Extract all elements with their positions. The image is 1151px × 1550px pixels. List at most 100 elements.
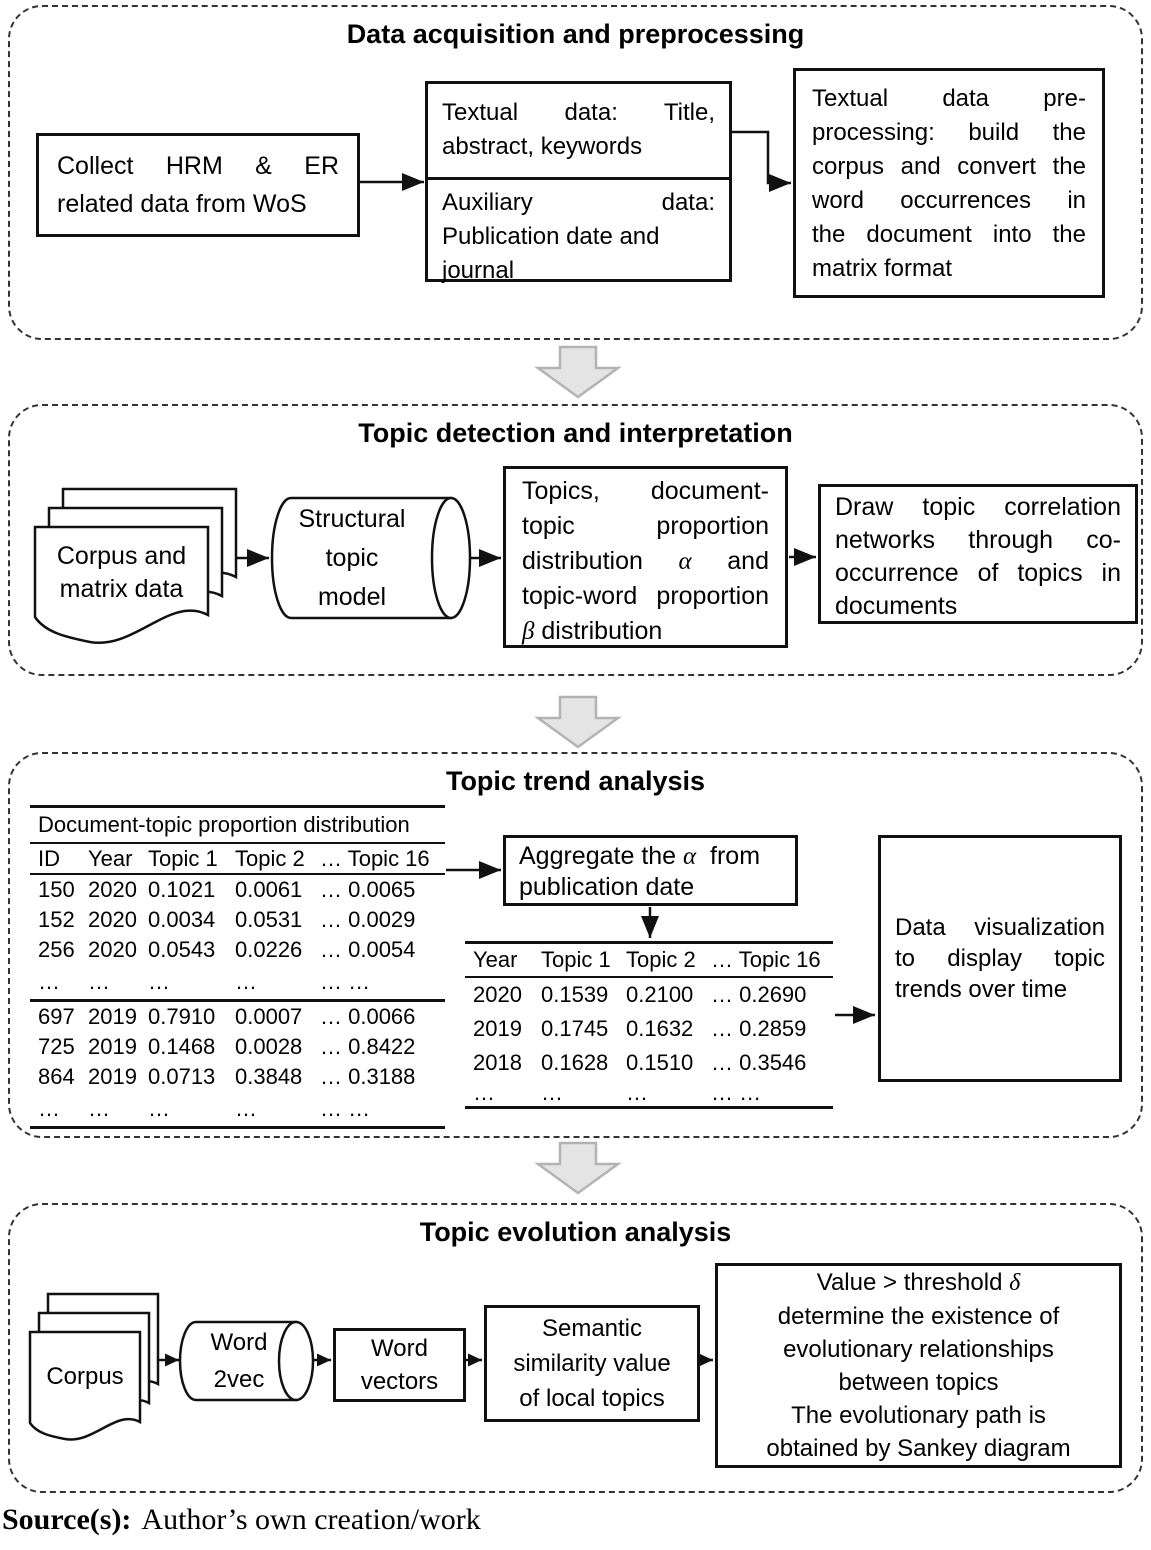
text-line: vectors (360, 1368, 439, 1395)
text-line: documents (835, 592, 958, 620)
section-topic-trend: Topic trend analysis (8, 752, 1143, 1138)
text-part: and (691, 547, 769, 575)
text-line: Aggregate the α from (519, 841, 782, 872)
table-cell: 0.1539 (541, 982, 609, 1007)
data-visualization-box: Data visualization to display topic tren… (878, 835, 1122, 1082)
table-cell: Topic 2 (235, 845, 305, 871)
text-part: from (696, 842, 761, 870)
table-cell: 2020 (88, 907, 137, 932)
table-cell: 2019 (88, 1064, 137, 1089)
table-cell: 0.0007 (235, 1004, 303, 1029)
text-line: word occurrences in (812, 187, 1086, 214)
table-cell: 0.1628 (541, 1050, 609, 1075)
table-cell: 0.0028 (235, 1034, 303, 1059)
text-line: to display topic (895, 945, 1105, 972)
table-cell: … 0.0029 (320, 907, 416, 932)
text-line: Textual data: Title, (442, 99, 715, 126)
table-cell: 864 (38, 1064, 75, 1089)
text-line: processing: build the (812, 119, 1086, 146)
table-cell: 0.0226 (235, 937, 303, 962)
table-cell: 2020 (88, 877, 137, 902)
table-cell: … (235, 969, 257, 994)
threshold-box: Value > threshold δ determine the existe… (715, 1263, 1122, 1468)
table-cell: 150 (38, 877, 75, 902)
table-cell: Year (473, 947, 518, 972)
text-line: distribution α and (522, 544, 769, 579)
table-cell: … (473, 1080, 495, 1105)
text-line: Collect HRM & ER (57, 152, 339, 180)
text-line: occurrence of topics in (835, 559, 1121, 587)
table-cell: … (148, 1096, 170, 1121)
table-cell: 0.0531 (235, 907, 303, 932)
text-line: Data visualization (895, 914, 1105, 941)
corpus-stack-label: Corpus (30, 1334, 140, 1420)
text-line: matrix data (59, 575, 184, 603)
table-cell: 0.2100 (626, 982, 694, 1007)
text-line: publication date (519, 873, 695, 901)
text-line: Auxiliary data: (442, 189, 715, 216)
table-cell: 0.1021 (148, 877, 216, 902)
alpha-symbol: α (678, 548, 692, 575)
table-cell: 0.0713 (148, 1064, 216, 1089)
table-cell: Topic 2 (626, 947, 696, 972)
text-line: β distribution (522, 614, 769, 649)
text-part: distribution (522, 547, 679, 575)
text-line: abstract, keywords (442, 133, 643, 160)
section-topic-evolution: Topic evolution analysis (8, 1203, 1143, 1493)
section-topic-detection: Topic detection and interpretation (8, 404, 1143, 676)
preprocessing-box: Textual data pre- processing: build the … (793, 68, 1105, 298)
table-cell: … (38, 1096, 60, 1121)
table-cell: … 0.0066 (320, 1004, 416, 1029)
table-cell: … 0.0054 (320, 937, 416, 962)
stm-cylinder-label: Structural topic model (272, 500, 432, 616)
data-types-box: Textual data: Title, abstract, keywords … (425, 81, 732, 284)
auxiliary-data-compartment: Auxiliary data: Publication date and jou… (428, 180, 729, 288)
text-line: The evolutionary path is (791, 1402, 1046, 1429)
table-cell: 725 (38, 1034, 75, 1059)
table-cell: … … (320, 1096, 371, 1121)
table-row: …………… … (30, 1092, 445, 1126)
text-line: related data from WoS (57, 190, 307, 218)
table-cell: 2019 (473, 1016, 522, 1041)
table-cell: Topic 1 (148, 845, 218, 871)
table-cell: … 0.2859 (711, 1016, 807, 1041)
table-cell: 0.0061 (235, 877, 303, 902)
table-cell: … 0.3188 (320, 1064, 416, 1089)
table-cell: … (541, 1080, 563, 1105)
delta-symbol: δ (1009, 1270, 1021, 1296)
text-line: Topics, document- (522, 477, 769, 505)
down-block-arrow (534, 1141, 622, 1195)
text-part: distribution (534, 617, 663, 645)
text-line: of local topics (519, 1385, 665, 1412)
table-cell: 0.1510 (626, 1050, 694, 1075)
text-line: trends over time (895, 976, 1068, 1003)
table-cell: 2020 (88, 937, 137, 962)
section-title: Data acquisition and preprocessing (346, 19, 805, 49)
table-cell: Year (88, 845, 133, 871)
text-line: between topics (838, 1369, 999, 1396)
table-cell: … (88, 1096, 110, 1121)
text-line: Word (210, 1329, 268, 1356)
table-cell: 0.0034 (148, 907, 216, 932)
text-line: topic proportion (522, 512, 769, 540)
table-cell: … … (320, 969, 371, 994)
text-line: Publication date and (442, 223, 660, 250)
word-vectors-box: Word vectors (333, 1328, 466, 1402)
table-cell: 0.0543 (148, 937, 216, 962)
text-line: Word (371, 1335, 428, 1362)
text-line: Corpus and (56, 542, 187, 570)
table-cell: … 0.8422 (320, 1034, 416, 1059)
